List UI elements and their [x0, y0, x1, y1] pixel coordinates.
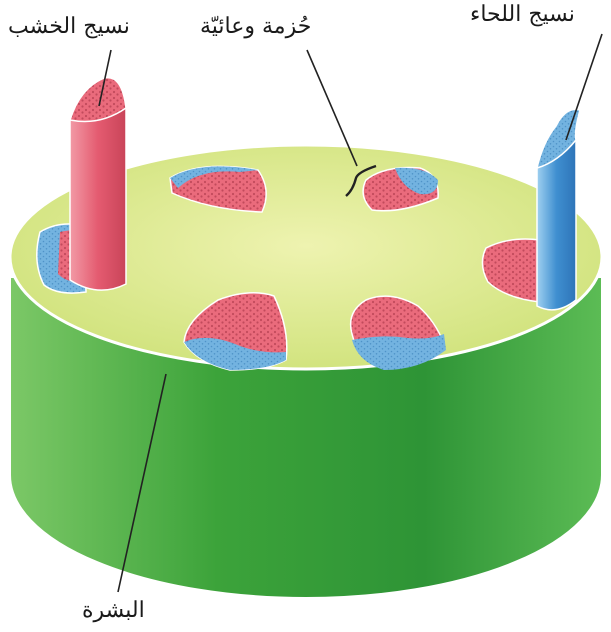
- phloem-label: نسيج اللحاء: [470, 2, 575, 27]
- phloem-pillar: [537, 109, 580, 310]
- epidermis-label: البشرة: [82, 598, 145, 623]
- xylem-label: نسيج الخشب: [8, 14, 130, 39]
- phloem-leader: [566, 34, 602, 140]
- xylem-pillar: [70, 78, 126, 291]
- vascular-bundle-label: حُزمة وعائيّة: [200, 14, 311, 39]
